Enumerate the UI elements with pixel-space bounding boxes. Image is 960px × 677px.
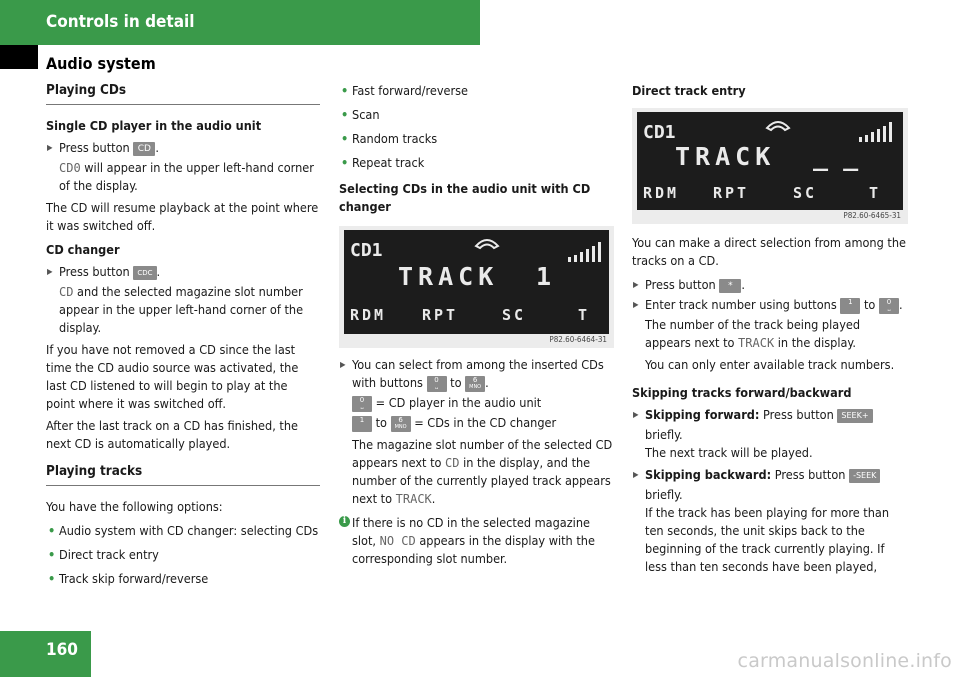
options-intro: You have the following options: (46, 499, 223, 514)
number-info: The number of the track being played app… (645, 317, 861, 350)
lcd-track-number: _ _ (813, 142, 859, 171)
display-figure-cd-changer: CD1 TRACK 1 RDM RPT SC T P82.60-6464-31 (339, 226, 614, 348)
after-last-text: After the last track on a CD has finishe… (46, 418, 299, 451)
figure-ref: P82.60-6465-31 (843, 211, 901, 220)
seek-minus-button: -SEEK (849, 468, 881, 483)
eq-player-line: 0␣ = CD player in the audio unit (339, 394, 614, 412)
option-selecting-cds: Audio system with CD changer: selecting … (46, 522, 320, 540)
option-repeat: Repeat track (339, 154, 614, 172)
only-available-text: You can only enter available track numbe… (645, 357, 895, 372)
no-cd-note: i If there is no CD in the selected maga… (339, 514, 614, 568)
header-bar: Controls in detail (0, 0, 480, 45)
next-track-text: The next track will be played. (645, 445, 813, 460)
briefly-back: briefly. (645, 487, 683, 502)
lcd-rdm: RDM (350, 306, 387, 324)
step-enter-number: Enter track number using buttons 1 to 0␣… (632, 296, 908, 314)
column-2: Fast forward/reverse Scan Random tracks … (339, 82, 614, 568)
lcd-t: T (869, 184, 879, 202)
option-track-skip: Track skip forward/reverse (46, 570, 320, 588)
heading-playing-tracks: Playing tracks (46, 463, 320, 486)
lcd-cd-label: CD1 (350, 240, 383, 261)
option-scan: Scan (339, 106, 614, 124)
cd-button: CD (133, 141, 156, 156)
lcd-t: T (578, 306, 588, 324)
step-skip-backward: Skipping backward: Press button -SEEK (632, 466, 908, 484)
heading-single-cd: Single CD player in the audio unit (46, 118, 262, 133)
star-button: * (719, 278, 742, 293)
lcd-rpt: RPT (713, 184, 750, 202)
info-icon: i (339, 516, 350, 527)
key-0-button: 0␣ (878, 297, 899, 314)
signal-bars-icon (859, 120, 899, 142)
signal-bars-icon (568, 240, 608, 262)
step-press-star: Press button *. (632, 276, 908, 294)
key-1-button: 1 (352, 415, 372, 432)
heading-cd-changer: CD changer (46, 242, 120, 257)
resume-text: The CD will resume playback at the point… (46, 200, 319, 233)
lcd-display: CD1 TRACK _ _ RDM RPT SC T (637, 112, 903, 210)
column-1: Playing CDs Single CD player in the audi… (46, 82, 320, 594)
lcd-cd-label: CD1 (643, 122, 676, 143)
slot-info-text: The magazine slot number of the selected… (352, 437, 613, 506)
heading-skipping: Skipping tracks forward/backward (632, 385, 852, 400)
cdc-button: CDC (133, 265, 157, 280)
step-press-cdc: Press button CDC. (46, 263, 320, 281)
display-figure-direct-entry: CD1 TRACK _ _ RDM RPT SC T P82.60-6465-3… (632, 108, 908, 224)
seek-plus-button: SEEK+ (837, 408, 873, 423)
watermark: carmanualsonline.info (737, 650, 952, 672)
cd0-info: CD0 will appear in the upper left-hand c… (59, 160, 314, 193)
lcd-rdm: RDM (643, 184, 680, 202)
not-removed-text: If you have not removed a CD since the l… (46, 342, 299, 411)
phone-icon (765, 121, 791, 132)
figure-ref: P82.60-6464-31 (549, 335, 607, 344)
skip-back-text: If the track has been playing for more t… (645, 505, 890, 574)
heading-selecting-cds: Selecting CDs in the audio unit with CD … (339, 181, 591, 214)
lcd-track-label: TRACK (398, 262, 499, 291)
lcd-track-number: 1 (536, 262, 552, 291)
column-3: Direct track entry CD1 TRACK _ _ RDM RPT… (632, 82, 908, 580)
heading-direct-entry: Direct track entry (632, 83, 746, 98)
heading-playing-cds: Playing CDs (46, 82, 320, 105)
page-number: 160 (46, 640, 78, 660)
lcd-track-label: TRACK (675, 142, 776, 171)
briefly-fwd: briefly. (645, 427, 683, 442)
section-title: Controls in detail (46, 12, 195, 32)
page-number-box: 160 (0, 631, 91, 677)
cd-slot-info: CD and the selected magazine slot number… (59, 284, 304, 335)
key-1-button: 1 (840, 297, 861, 314)
phone-icon (474, 239, 500, 250)
direct-text: You can make a direct selection from amo… (632, 235, 907, 268)
lcd-sc: SC (793, 184, 818, 202)
step-press-cd: Press button CD. (46, 139, 320, 157)
step-select-cds: You can select from among the inserted C… (339, 356, 614, 392)
lcd-sc: SC (502, 306, 527, 324)
step-skip-forward: Skipping forward: Press button SEEK+ (632, 406, 908, 424)
key-0-button: 0␣ (352, 395, 372, 412)
option-random: Random tracks (339, 130, 614, 148)
lcd-display: CD1 TRACK 1 RDM RPT SC T (344, 230, 609, 334)
lcd-rpt: RPT (422, 306, 459, 324)
page-subtitle: Audio system (46, 54, 156, 73)
header-marker (0, 45, 38, 69)
option-fast-forward: Fast forward/reverse (339, 82, 614, 100)
option-direct-entry: Direct track entry (46, 546, 320, 564)
key-0-button: 0␣ (426, 375, 447, 392)
